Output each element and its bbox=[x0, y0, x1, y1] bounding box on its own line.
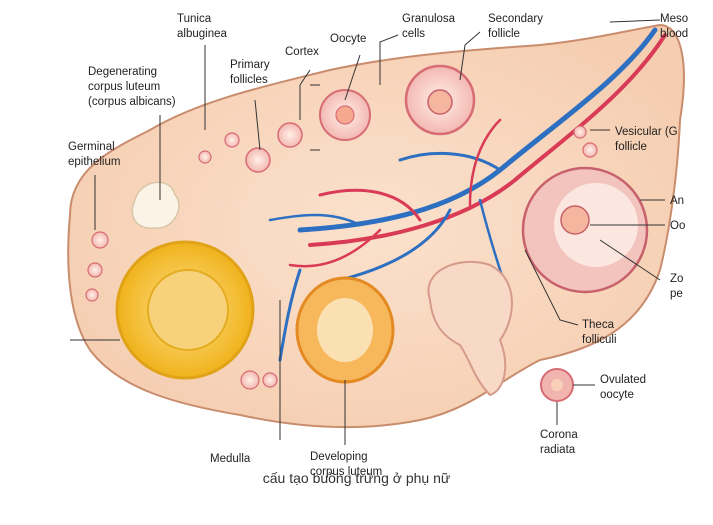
label-line: Ovulated bbox=[600, 374, 646, 386]
label-line: cells bbox=[402, 28, 425, 40]
developing-corpus-luteum bbox=[295, 276, 395, 384]
label-line: Oocyte bbox=[330, 33, 366, 45]
label-line: oocyte bbox=[600, 389, 634, 401]
primary-follicles bbox=[85, 122, 598, 390]
label-line: Primary bbox=[230, 59, 270, 71]
ovulated-oocyte bbox=[540, 368, 574, 402]
label-primary-follicles: Primary follicles bbox=[230, 59, 270, 86]
label-secondary-follicle: Secondary follicle bbox=[488, 13, 543, 40]
label-line: pe bbox=[670, 288, 683, 300]
ruptured-follicle bbox=[427, 260, 513, 397]
ovary-diagram: Tunica albuginea Oocyte Granulosa cells … bbox=[67, 13, 688, 478]
label-zona-pellucida: Zo pe bbox=[670, 273, 683, 300]
label-oocyte-top: Oocyte bbox=[330, 33, 366, 45]
label-meso: Meso blood bbox=[660, 13, 688, 40]
label-line: Corona bbox=[540, 429, 578, 441]
label-line: radiata bbox=[540, 444, 576, 456]
label-line: Germinal bbox=[68, 141, 115, 153]
label-line: Medulla bbox=[210, 453, 251, 465]
label-line: Meso bbox=[660, 13, 688, 25]
label-germinal-epithelium: Germinal epithelium bbox=[68, 141, 120, 168]
blood-vessels bbox=[268, 27, 667, 362]
label-line: blood bbox=[660, 28, 688, 40]
label-line: (corpus albicans) bbox=[88, 96, 176, 108]
corpus-albicans bbox=[131, 181, 180, 229]
label-line: epithelium bbox=[68, 156, 120, 168]
label-line: Degenerating bbox=[88, 66, 157, 78]
leader-lines bbox=[70, 19, 665, 445]
label-line: Oo bbox=[670, 220, 685, 232]
label-line: follicle bbox=[488, 28, 520, 40]
label-developing-corpus-luteum: Developing corpus luteum bbox=[310, 451, 382, 478]
secondary-follicle bbox=[404, 64, 476, 136]
label-corona-radiata: Corona radiata bbox=[540, 429, 578, 456]
label-granulosa-cells: Granulosa cells bbox=[402, 13, 456, 40]
oocyte-follicle bbox=[319, 89, 371, 141]
label-line: follicle bbox=[615, 141, 647, 153]
figure-caption: cấu tạo buồng trứng ở phụ nữ bbox=[262, 470, 451, 486]
label-medulla: Medulla bbox=[210, 453, 251, 465]
label-line: Secondary bbox=[488, 13, 543, 25]
label-tunica-albuginea: Tunica albuginea bbox=[177, 13, 227, 40]
label-antrum: An bbox=[670, 195, 684, 207]
label-vesicular-follicle: Vesicular (G follicle bbox=[615, 126, 678, 153]
label-cortex: Cortex bbox=[285, 46, 319, 58]
label-oocyte-right: Oo bbox=[670, 220, 685, 232]
vesicular-follicle bbox=[521, 166, 649, 294]
label-line: follicles bbox=[230, 74, 268, 86]
label-line: An bbox=[670, 195, 684, 207]
label-line: Tunica bbox=[177, 13, 212, 25]
label-line: corpus luteum bbox=[88, 81, 160, 93]
label-line: Developing bbox=[310, 451, 368, 463]
label-line: Zo bbox=[670, 273, 683, 285]
label-theca-folliculi: Theca folliculi bbox=[582, 319, 617, 346]
label-degenerating-corpus-luteum: Degenerating corpus luteum (corpus albic… bbox=[88, 66, 176, 108]
label-line: albuginea bbox=[177, 28, 227, 40]
label-line: Theca bbox=[582, 319, 615, 331]
label-line: Vesicular (G bbox=[615, 126, 678, 138]
label-line: corpus luteum bbox=[310, 466, 382, 478]
label-ovulated-oocyte: Ovulated oocyte bbox=[600, 374, 646, 401]
label-line: Cortex bbox=[285, 46, 319, 58]
label-line: folliculi bbox=[582, 334, 617, 346]
label-line: Granulosa bbox=[402, 13, 456, 25]
corpus-luteum-mature bbox=[115, 240, 255, 380]
